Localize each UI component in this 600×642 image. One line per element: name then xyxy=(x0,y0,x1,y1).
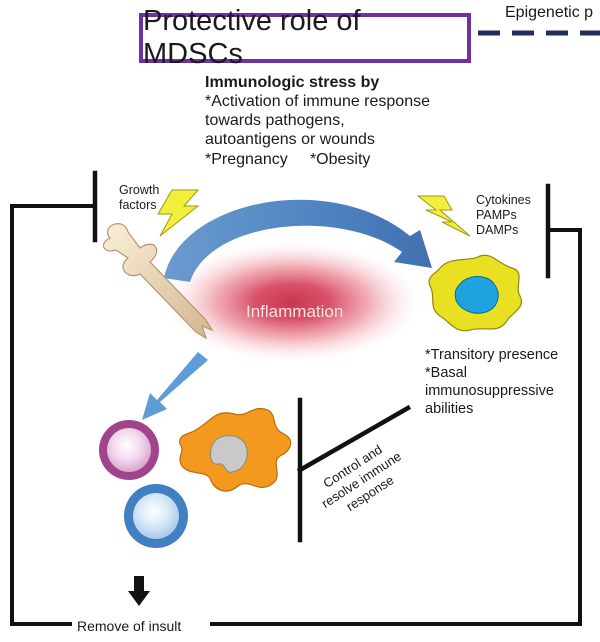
feedback-loop xyxy=(10,204,582,626)
control-inhibition xyxy=(296,397,412,543)
bone-icon xyxy=(102,223,214,340)
cytokine-lightning-icon xyxy=(416,195,471,237)
remove-arrow-icon xyxy=(128,576,150,606)
diagram-title: Protective role of MDSCs xyxy=(143,5,361,70)
stress-heading: Immunologic stress by xyxy=(205,74,380,91)
title-box: Protective role of MDSCs xyxy=(139,5,471,70)
purple-cell-icon xyxy=(99,420,159,480)
growth-factors-line: Growth xyxy=(119,183,160,197)
damps-line: DAMPs xyxy=(476,223,519,237)
stress-line: towards pathogens, xyxy=(205,112,345,129)
inhibition-bars xyxy=(92,170,551,279)
growth-factors-line: factors xyxy=(119,198,157,212)
mdsc-trait-line: *Basal xyxy=(425,365,467,381)
inflammation-zone xyxy=(164,242,420,362)
mdsc-cell-icon xyxy=(428,254,522,332)
cytokines-label: Cytokines PAMPs DAMPs xyxy=(476,193,531,238)
growth-lightning-icon xyxy=(157,189,200,237)
pamps-line: PAMPs xyxy=(476,208,517,222)
stress-line: autoantigens or wounds xyxy=(205,131,375,148)
mdsc-trait-line: abilities xyxy=(425,401,474,417)
mdsc-trait-line: immunosuppressive xyxy=(425,383,554,399)
epigenetic-label: Epigenetic p xyxy=(505,4,594,21)
remove-insult-label: Remove of insult xyxy=(75,618,184,634)
cytokines-line: Cytokines xyxy=(476,193,531,207)
inflammation-label: Inflammation xyxy=(246,302,344,321)
stress-line: *Activation of immune response xyxy=(205,93,430,110)
differentiation-arrow xyxy=(142,352,208,420)
stress-line: *Pregnancy *Obesity xyxy=(205,151,371,168)
macrophage-icon xyxy=(179,408,292,492)
mdsc-trait-line: *Transitory presence xyxy=(425,347,559,363)
blue-cell-icon xyxy=(124,484,188,548)
activation-arrow xyxy=(164,199,432,282)
growth-factors-label: Growth factors xyxy=(119,183,159,213)
mdsc-traits-label: *Transitory presence *Basal immunosuppre… xyxy=(425,346,558,418)
